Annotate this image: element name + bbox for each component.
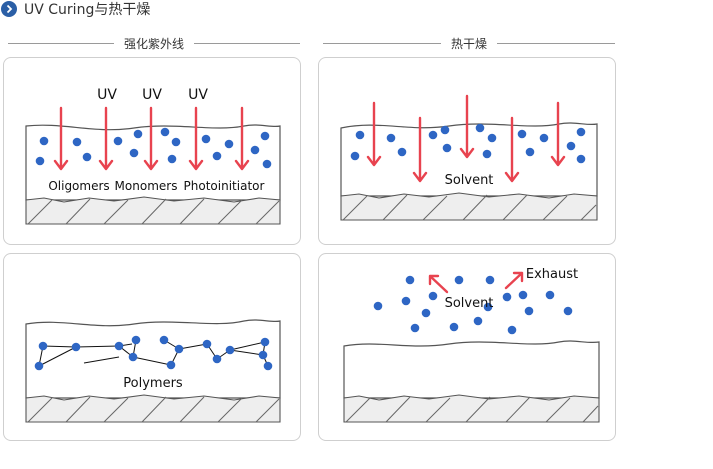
uv-label: UV bbox=[188, 87, 208, 103]
column-title-heat: 热干燥 bbox=[451, 36, 488, 51]
coating-layer bbox=[25, 124, 281, 201]
column-heading-uv: 强化紫外线 bbox=[8, 34, 301, 52]
monomers-label: Monomers bbox=[115, 179, 178, 193]
substrate-layer bbox=[340, 192, 598, 221]
exhaust-label: Exhaust bbox=[526, 267, 578, 282]
dried-layer bbox=[343, 340, 600, 399]
polymer-nodes bbox=[34, 335, 273, 371]
uv-label: UV bbox=[142, 87, 162, 103]
polymers-panel: Polymers bbox=[3, 253, 301, 441]
chevron-right-icon bbox=[1, 1, 17, 17]
uv-label: UV bbox=[97, 87, 117, 103]
solvent-label: Solvent bbox=[445, 296, 494, 311]
section-title: UV Curing与热干燥 bbox=[24, 2, 151, 18]
exhaust-panel: Solvent Exhaust bbox=[318, 253, 616, 441]
oligomers-label: Oligomers bbox=[48, 179, 109, 193]
evaporating-particles bbox=[373, 275, 573, 335]
column-heading-heat: 热干燥 bbox=[323, 34, 616, 52]
solvent-label: Solvent bbox=[445, 173, 494, 188]
coating-layer bbox=[340, 122, 598, 197]
down-arrows bbox=[53, 106, 250, 171]
heat-drying-panel: Solvent bbox=[318, 57, 616, 245]
section-header: UV Curing与热干燥 bbox=[0, 0, 150, 18]
particles bbox=[35, 127, 272, 169]
polymers-label: Polymers bbox=[123, 376, 183, 391]
substrate-layer bbox=[25, 394, 281, 423]
uv-curing-panel: UV UV UV Oligomers Monomers Photoinitiat… bbox=[3, 57, 301, 245]
particles bbox=[350, 123, 586, 164]
photoinitiator-label: Photoinitiator bbox=[184, 179, 265, 193]
substrate-layer bbox=[343, 394, 600, 423]
exhaust-arrows bbox=[428, 271, 524, 294]
column-title-uv: 强化紫外线 bbox=[124, 36, 185, 51]
coating-layer bbox=[25, 319, 281, 399]
down-arrows bbox=[366, 94, 566, 183]
substrate-layer bbox=[25, 196, 281, 225]
